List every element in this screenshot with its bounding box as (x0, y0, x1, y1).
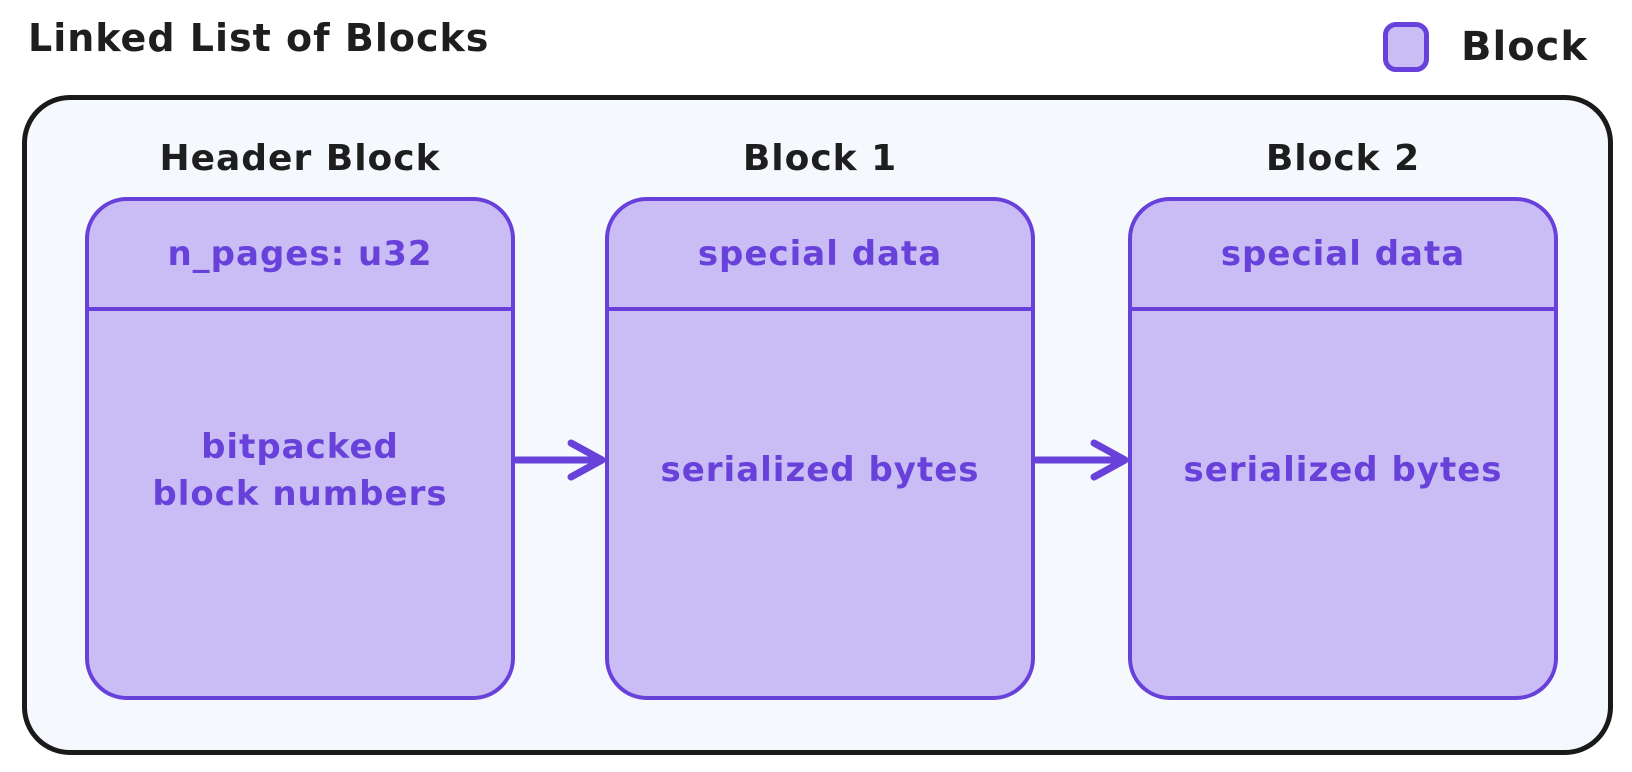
header-block-body-cell: bitpacked block numbers (152, 426, 448, 514)
block-1-header-cell: special data (609, 201, 1031, 311)
header-block-caption: Header Block (159, 138, 441, 179)
block-2: special data serialized bytes (1128, 197, 1558, 700)
header-block: n_pages: u32 bitpacked block numbers (85, 197, 515, 700)
legend: Block (1383, 22, 1588, 72)
block-2-header-cell: special data (1132, 201, 1554, 311)
block-2-caption: Block 2 (1265, 138, 1421, 179)
arrow-right-icon (1033, 439, 1129, 481)
linked-list-container: Header Block Block 1 Block 2 n_pages: u3… (22, 95, 1613, 755)
block-1-body-cell: serialized bytes (660, 450, 980, 491)
block-2-body-cell: serialized bytes (1183, 450, 1503, 491)
page-title: Linked List of Blocks (28, 16, 490, 60)
header-block-header-cell: n_pages: u32 (89, 201, 511, 311)
block-legend-swatch-icon (1383, 22, 1429, 72)
block-1: special data serialized bytes (605, 197, 1035, 700)
legend-label: Block (1461, 24, 1588, 70)
arrow-right-icon (513, 439, 606, 481)
block-1-caption: Block 1 (742, 138, 898, 179)
